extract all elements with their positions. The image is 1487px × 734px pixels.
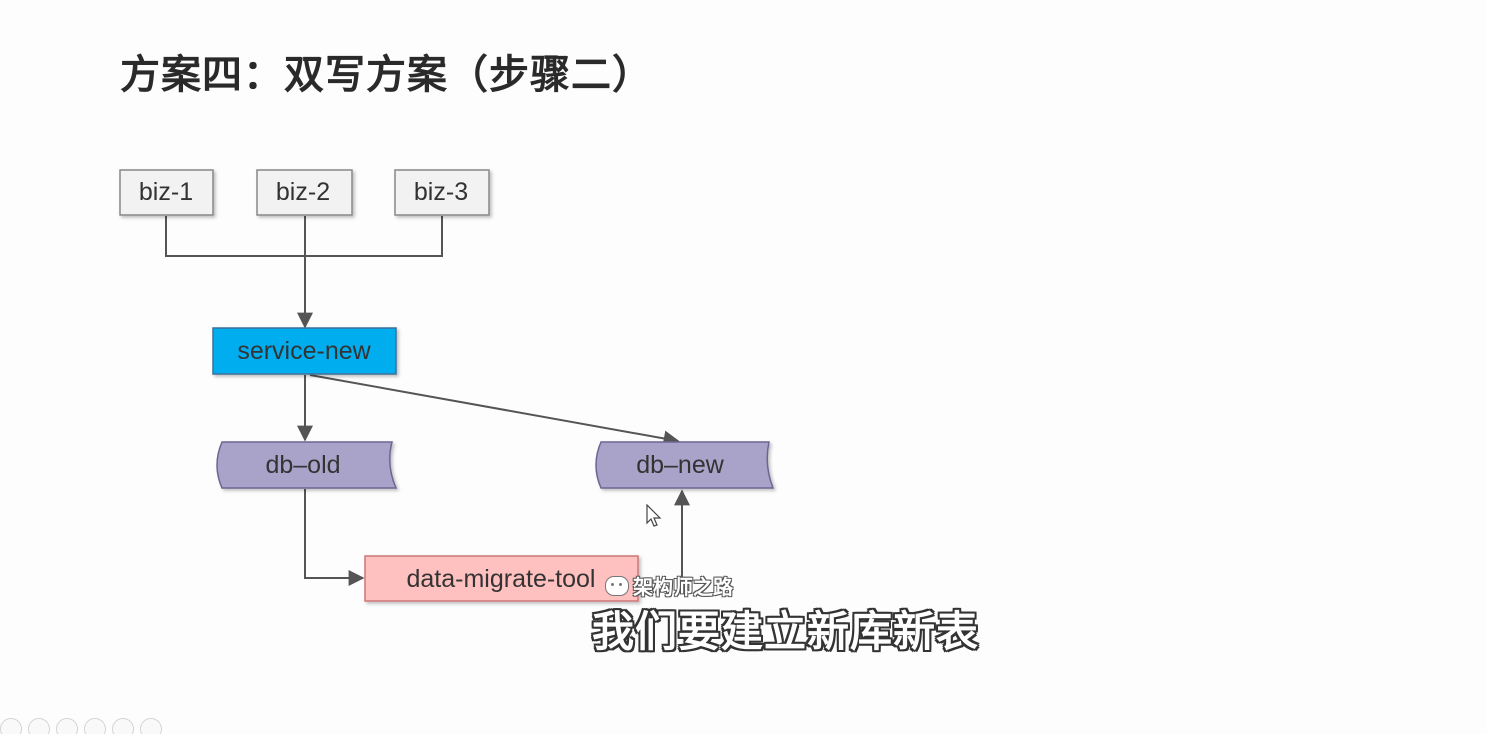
next-icon[interactable] — [28, 718, 50, 734]
node-db-old: db–old — [216, 441, 398, 489]
edge-service-new-to-db-new — [309, 374, 680, 447]
mouse-cursor-icon — [646, 504, 662, 527]
node-data-migrate-tool-label: data-migrate-tool — [407, 565, 596, 593]
slide-title: 方案四：双写方案（步骤二） — [120, 52, 653, 98]
edges — [165, 216, 690, 586]
node-data-migrate-tool: data-migrate-tool — [364, 555, 639, 602]
zoom-icon[interactable] — [112, 718, 134, 734]
node-db-new-label: db–new — [636, 451, 725, 479]
node-biz-3-label: biz-3 — [414, 178, 468, 206]
presentation-toolbar — [0, 718, 162, 734]
node-service-new: service-new — [212, 327, 397, 375]
video-subtitle: 我们要建立新库新表 — [592, 607, 980, 656]
node-biz-1-label: biz-1 — [139, 178, 193, 206]
more-icon[interactable] — [140, 718, 162, 734]
watermark: 架构师之路 — [605, 571, 733, 600]
wechat-icon — [605, 575, 629, 596]
edge-biz-3-to-bus — [305, 216, 443, 257]
pen-icon[interactable] — [56, 718, 78, 734]
node-db-new: db–new — [595, 441, 775, 489]
node-biz-3: biz-3 — [394, 169, 490, 216]
watermark-text: 架构师之路 — [633, 575, 733, 599]
node-biz-1: biz-1 — [119, 169, 214, 216]
edge-db-old-to-migrate-tool — [304, 489, 365, 586]
node-service-new-label: service-new — [237, 337, 371, 365]
prev-icon[interactable] — [0, 718, 22, 734]
slides-icon[interactable] — [84, 718, 106, 734]
node-biz-2: biz-2 — [256, 169, 353, 216]
node-db-old-label: db–old — [265, 451, 340, 479]
node-biz-2-label: biz-2 — [276, 178, 330, 206]
edge-biz-1-to-bus — [165, 216, 305, 257]
